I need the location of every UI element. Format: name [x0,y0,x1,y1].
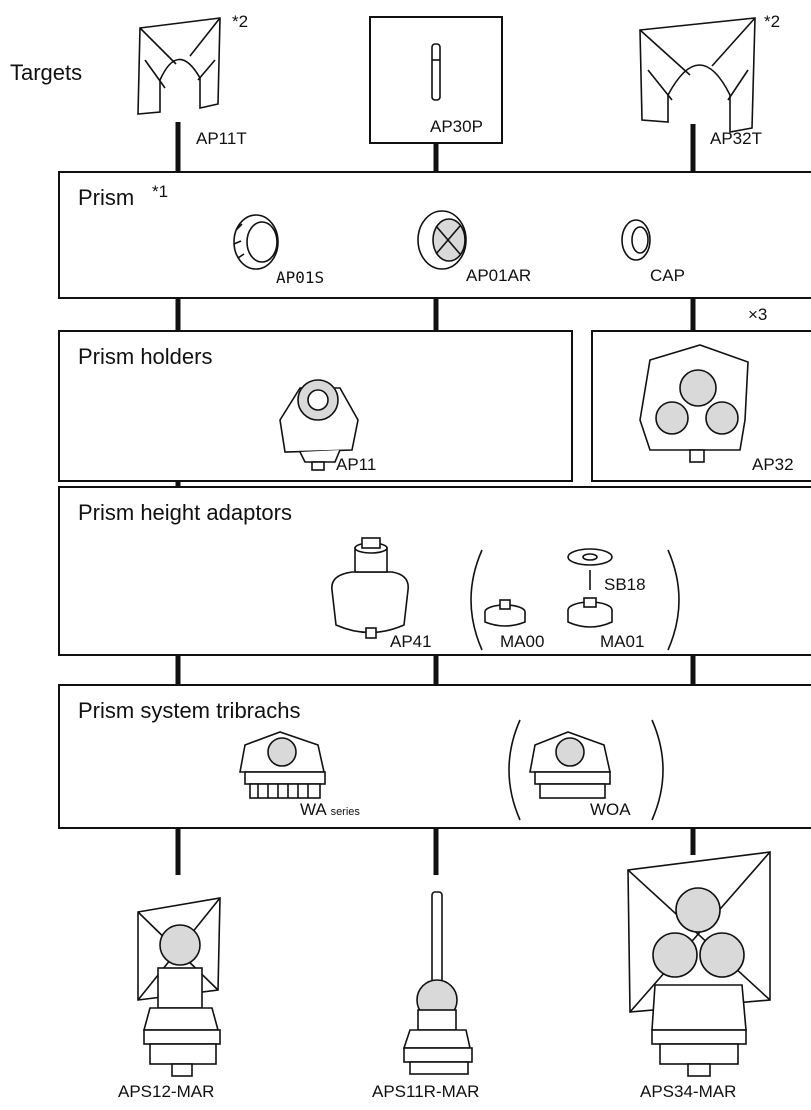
ap11t-label: AP11T [196,129,247,148]
ap30p-label: AP30P [430,117,483,136]
woa-tribrach-illustration [529,731,611,799]
prism-holders-box-left [58,330,573,482]
aps34-mar-label: APS34-MAR [640,1082,737,1101]
ap01ar-prism-illustration [417,210,467,270]
prism-label: Prism [78,185,135,210]
targets-label: Targets [10,60,83,85]
tribrachs-row-box [58,684,811,829]
aps12-mar-label: APS12-MAR [118,1082,215,1101]
prism-note-3: ×3 [748,305,768,324]
sb18-illustration [567,548,613,590]
cap-illustration [621,219,651,261]
target-note-2-left: *2 [232,12,249,31]
adaptor-bracket-close [667,549,680,651]
wa-label: WA [300,800,326,819]
prism-row-box [58,171,811,299]
woa-label: WOA [590,800,631,819]
ma01-illustration [567,597,613,628]
aps12-mar-assembly-illustration [137,897,221,1077]
tribrach-bracket-open [508,719,521,821]
ma00-illustration [484,599,526,627]
ap32t-label: AP32T [710,129,762,148]
connector-lines [175,122,696,875]
cap-label: CAP [650,266,685,285]
ap32t-target-illustration [639,17,756,133]
prism-height-adaptors-label: Prism height adaptors [78,500,292,525]
ap32-holder-illustration [639,344,749,463]
ma00-label: MA00 [500,632,545,651]
sb18-label: SB18 [604,575,646,594]
ap30p-pole-illustration [431,43,441,101]
aps11r-mar-label: APS11R-MAR [372,1082,480,1101]
ap11-label: AP11 [336,455,377,474]
wa-tribrach-illustration [239,731,326,799]
ap11-holder-illustration [279,379,359,471]
ap01s-label: AP01S [276,268,325,287]
aps34-mar-assembly-illustration [627,851,771,1077]
prism-holders-label: Prism holders [78,344,213,369]
ap32-label: AP32 [752,455,794,474]
adaptors-row-box [58,486,811,656]
ap01ar-label: AP01AR [466,266,532,285]
ma01-label: MA01 [600,632,645,651]
adaptor-bracket-open [470,549,483,651]
target-note-2-right: *2 [764,12,781,31]
wa-series-label: WA series [300,800,360,820]
wa-series-suffix: series [330,806,360,818]
prism-note-1: *1 [152,182,169,201]
prism-holders-box-right [591,330,811,482]
ap41-label: AP41 [390,632,432,651]
prism-system-tribrachs-label: Prism system tribrachs [78,698,301,723]
ap01s-prism-illustration [233,214,279,270]
tribrach-bracket-close [651,719,664,821]
ap41-adaptor-illustration [331,537,409,639]
aps11r-mar-assembly-illustration [402,891,473,1075]
